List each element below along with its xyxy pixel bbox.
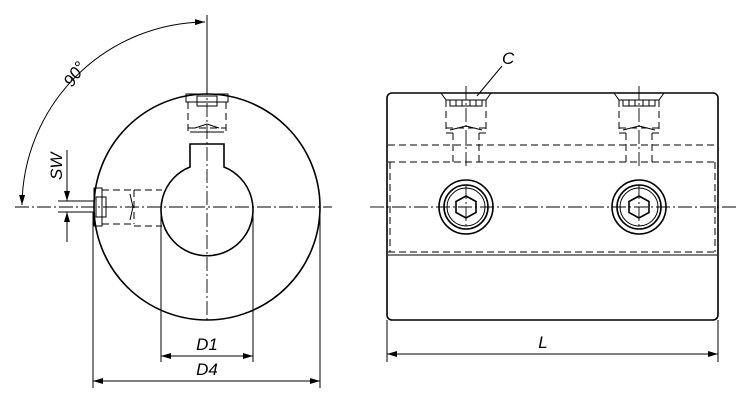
d4-label: D4 [196, 360, 218, 379]
d1-label: D1 [196, 335, 218, 354]
sw-label: SW [47, 151, 66, 180]
end-view: 90° SW D1 D4 [15, 15, 332, 388]
radial-screw-2 [613, 86, 665, 166]
angle-dimension [19, 19, 206, 206]
d4-dimension: D4 [92, 207, 321, 388]
l-label: L [538, 333, 547, 352]
sw-dimension: SW [47, 150, 94, 242]
side-view: C L [370, 49, 738, 362]
l-dimension: L [386, 320, 719, 362]
angle-label: 90° [60, 58, 90, 90]
d1-dimension: D1 [160, 207, 254, 362]
radial-screw-1 [440, 86, 492, 166]
c-label: C [502, 49, 515, 68]
coupling-body [386, 92, 719, 321]
